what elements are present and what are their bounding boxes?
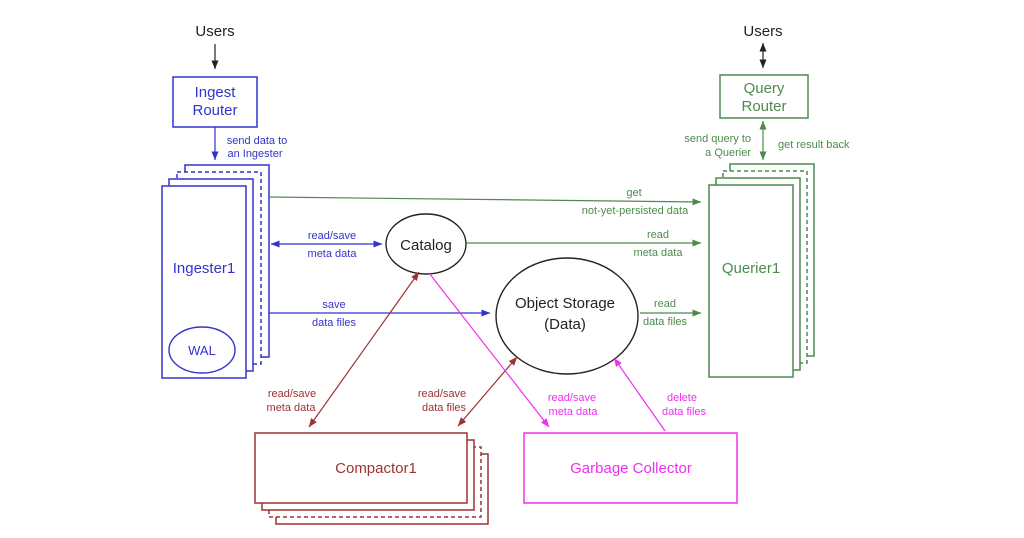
object-storage-ellipse (495, 257, 639, 375)
get-not-yet-persisted-label-line1: get (626, 187, 641, 199)
catalog-label: Catalog (400, 237, 452, 254)
catalog-querier-label-line2: meta data (634, 247, 684, 259)
querier-stack: Querier1 (708, 163, 815, 378)
send-data-label-line1: send data to (227, 135, 288, 147)
compactor-stack: Compactor1 (254, 432, 489, 525)
ingest-router-label-line1: Ingest (195, 84, 237, 101)
object-storage-label-line1: Object Storage (515, 295, 615, 312)
compactor-object-storage-label-line1: read/save (418, 388, 466, 400)
catalog-ellipse (385, 213, 467, 275)
ingest-router-label-line2: Router (192, 102, 237, 119)
object-storage-querier-label-line2: data files (643, 316, 688, 328)
get-result-back-label: get result back (778, 139, 850, 151)
get-not-yet-persisted-arrow (268, 196, 702, 206)
query-router-box (719, 74, 809, 119)
get-not-yet-persisted-label-line2: not-yet-persisted data (582, 205, 689, 217)
gc-catalog-arrow (428, 272, 550, 428)
query-router-label-line2: Router (741, 98, 786, 115)
query-router-label-line1: Query (744, 80, 785, 97)
gc-object-storage-label-line1: delete (667, 392, 697, 404)
save-data-files-label-line2: data files (312, 317, 357, 329)
ingester-stack: Ingester1 WAL (161, 164, 270, 379)
send-query-label-line1: send query to (684, 133, 751, 145)
compactor-object-storage-label-line2: data files (422, 402, 467, 414)
querier-label: Querier1 (722, 260, 780, 277)
compactor-catalog-label-line2: meta data (267, 402, 317, 414)
compactor-catalog-arrow (308, 271, 420, 428)
compactor-label: Compactor1 (335, 460, 417, 477)
ingester-catalog-label-line2: meta data (308, 248, 358, 260)
ingester-label: Ingester1 (173, 260, 236, 277)
garbage-collector-box (523, 432, 738, 504)
garbage-collector-label: Garbage Collector (570, 460, 692, 477)
querier-box (708, 184, 794, 378)
object-storage-querier-label-line1: read (654, 298, 676, 310)
gc-catalog-label-line2: meta data (549, 406, 599, 418)
gc-object-storage-arrow (613, 357, 666, 432)
send-data-label-line2: an Ingester (227, 148, 282, 160)
compactor-object-storage-arrow (457, 356, 518, 427)
send-query-label-line2: a Querier (705, 147, 751, 159)
gc-object-storage-label-line2: data files (662, 406, 707, 418)
save-data-files-label-line1: save (322, 299, 345, 311)
wal-label: WAL (188, 343, 216, 358)
catalog-querier-label-line1: read (647, 229, 669, 241)
compactor-box (254, 432, 468, 504)
gc-catalog-label-line1: read/save (548, 392, 596, 404)
wal-ellipse (168, 326, 236, 374)
users-left-label: Users (195, 23, 234, 40)
compactor-catalog-label-line1: read/save (268, 388, 316, 400)
users-right-label: Users (743, 23, 782, 40)
ingester-catalog-label-line1: read/save (308, 230, 356, 242)
object-storage-label-line2: (Data) (544, 316, 586, 333)
